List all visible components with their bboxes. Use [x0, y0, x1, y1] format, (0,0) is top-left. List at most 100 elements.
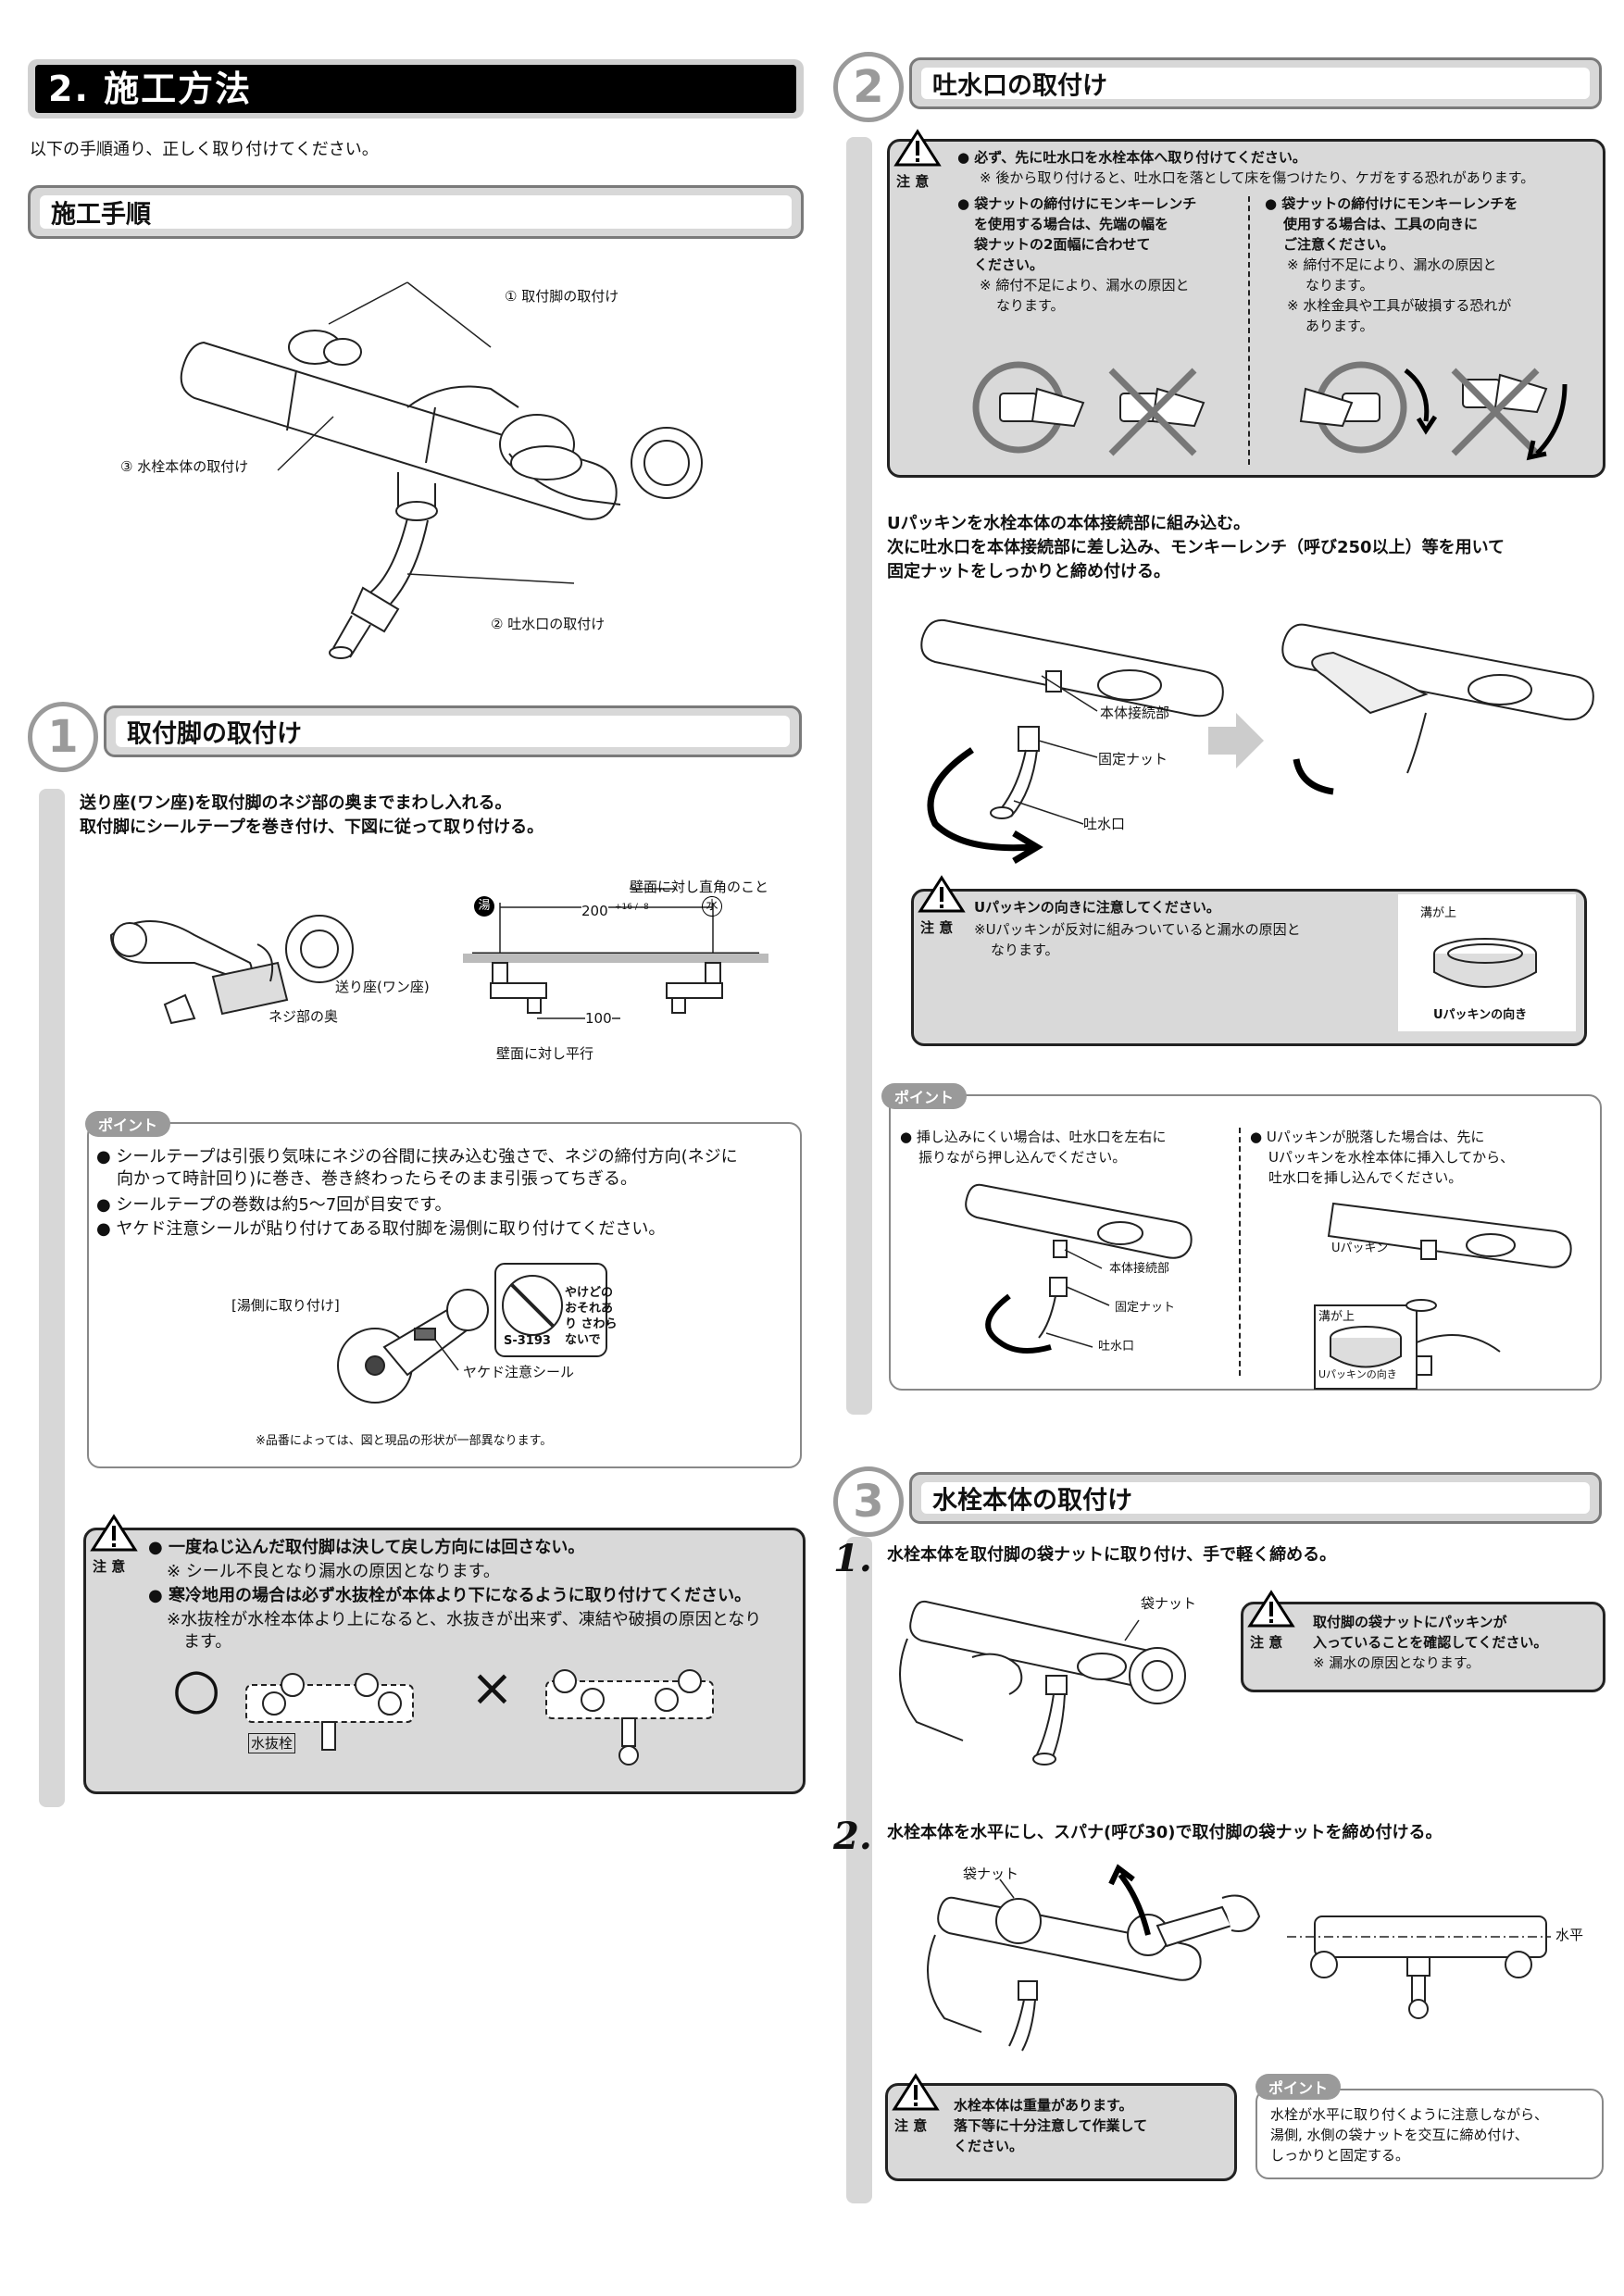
- kotei-label: 固定ナット: [1098, 751, 1168, 767]
- step3-number: 3: [833, 1466, 904, 1537]
- seal-text: やけどの おそれあり さわらないで: [565, 1286, 618, 1347]
- ok-mark: ○: [172, 1656, 221, 1721]
- warning-icon: [893, 129, 942, 167]
- procedure-title: 施工手順: [51, 200, 151, 230]
- step2-caution-c1c: 袋ナットの2面幅に合わせて: [974, 236, 1151, 253]
- step1-rail: [39, 789, 65, 1807]
- step3-point-t3: しっかりと固定する。: [1270, 2147, 1410, 2164]
- step1-point-b3: ● ヤケド注意シールが貼り付けてある取付脚を湯側に取り付けてください。: [96, 1219, 666, 1239]
- step3-caution1-box: [1241, 1602, 1605, 1692]
- step2-caution2-label: 注 意: [920, 919, 954, 936]
- step3-caution2-t3: ください。: [954, 2138, 1024, 2154]
- step3-figure-1: [899, 1600, 1186, 1766]
- step1-text-1: 送り座(ワン座)を取付脚のネジ部の奥までまわし入れる。: [80, 793, 512, 813]
- step1-title: 取付脚の取付け: [127, 719, 302, 749]
- step2-text-3: 固定ナットをしっかりと締め付ける。: [887, 562, 1170, 581]
- step3-sub2-text: 水栓本体を水平にし、スパナ(呼び30)で取付脚の袋ナットを締め付ける。: [887, 1823, 1443, 1842]
- step3-point-t1: 水栓が水平に取り付くように注意しながら、: [1270, 2106, 1549, 2123]
- step2-point-r2: Uパッキンを水栓本体に挿入してから、: [1268, 1149, 1515, 1166]
- step3-caution2-label: 注 意: [894, 2117, 928, 2134]
- section-title: 2. 施工方法: [48, 69, 253, 109]
- step1-caution-b1n: ※ シール不良となり漏水の原因となります。: [167, 1562, 500, 1581]
- point-mizo-label: 溝が上: [1318, 1310, 1355, 1324]
- point-honta-label: 本体接続部: [1109, 1262, 1170, 1276]
- step2-point-l2: 振りながら押し込んでください。: [918, 1149, 1127, 1166]
- step2-caution-c2n: ※ 締付不足により、漏水の原因と: [1287, 256, 1497, 273]
- point-muki-label: Uパッキンの向き: [1318, 1368, 1397, 1380]
- step1-point-b2: ● シールテープの巻数は約5～7回が目安です。: [96, 1195, 452, 1215]
- step3-sub1-text: 水栓本体を取付脚の袋ナットに取り付け、手で軽く締める。: [887, 1545, 1337, 1565]
- spout-figure: [920, 618, 1594, 865]
- step1-text-2: 取付脚にシールテープを巻き付け、下図に従って取り付ける。: [80, 817, 544, 837]
- step2-caution-c2n2: なります。: [1305, 277, 1374, 293]
- step3-point-box: [1255, 2089, 1604, 2179]
- step2-caution-c1b: を使用する場合は、先端の幅を: [974, 216, 1169, 232]
- caution-divider: [1248, 196, 1250, 465]
- step3-caution2-t2: 落下等に十分注意して作業して: [954, 2117, 1148, 2134]
- step3-caution1-t3: ※ 漏水の原因となります。: [1313, 1654, 1480, 1671]
- procedure-label-3: ③ 水栓本体の取付け: [120, 458, 249, 475]
- step1-point-tag: ポイント: [85, 1111, 171, 1137]
- step2-caution-b1n: ※ 後から取り付けると、吐水口を落として床を傷つけたり、ケガをする恐れがあります…: [980, 169, 1535, 186]
- step3-sub1-number: 1.: [833, 1537, 872, 1580]
- procedure-header: 施工手順: [28, 185, 804, 239]
- step2-point-l1: ● 挿し込みにくい場合は、吐水口を左右に: [900, 1129, 1167, 1145]
- step2-text-2: 次に吐水口を本体接続部に差し込み、モンキーレンチ（呼び250以上）等を用いて: [887, 538, 1505, 557]
- seal-label: ヤケド注意シール: [463, 1364, 575, 1380]
- warning-icon: [1247, 1590, 1295, 1628]
- step1-point-b1b: 向かって時計回り)に巻き、巻き終わったらそのまま引張ってちぎる。: [117, 1169, 637, 1189]
- point-kotei-label: 固定ナット: [1115, 1301, 1176, 1315]
- step2-point-r1: ● Uパッキンが脱落した場合は、先に: [1250, 1129, 1485, 1145]
- fukuro-label: 袋ナット: [1141, 1595, 1197, 1612]
- point-figure-left: [965, 1183, 1193, 1354]
- step3-point-tag: ポイント: [1255, 2074, 1342, 2100]
- step3-caution1-label: 注 意: [1250, 1634, 1283, 1651]
- step1-number: 1: [28, 702, 98, 772]
- step2-caution-c1n2: なります。: [996, 297, 1065, 314]
- warning-icon: [918, 875, 966, 913]
- step2-caution-c1a: ● 袋ナットの締付けにモンキーレンチ: [957, 195, 1197, 212]
- step3-caution1-t2: 入っていることを確認してください。: [1313, 1634, 1548, 1651]
- step2-rail: [846, 137, 872, 1415]
- step1-caution-b1: ● 一度ねじ込んだ取付脚は決して戻し方向には回さない。: [148, 1538, 585, 1557]
- step2-number: 2: [833, 52, 904, 122]
- tosui-label: 吐水口: [1083, 816, 1126, 832]
- warning-icon: [90, 1514, 138, 1552]
- fukuro2-label: 袋ナット: [963, 1866, 1019, 1882]
- step2-point-r3: 吐水口を挿し込んでください。: [1268, 1169, 1463, 1186]
- mizunuki-figure-ok: [245, 1673, 414, 1751]
- step2-caution2-t2: ※Uパッキンが反対に組みついていると漏水の原因と: [974, 921, 1301, 938]
- level-figure: [1287, 1915, 1551, 2019]
- step3-title: 水栓本体の取付け: [932, 1486, 1132, 1516]
- dimension-figure: [463, 888, 768, 1019]
- step3-point-t2: 湯側, 水側の袋ナットを交互に締め付け、: [1270, 2127, 1529, 2143]
- step1-caution-label: 注 意: [93, 1558, 126, 1575]
- step3-caution1-t1: 取付脚の袋ナットにパッキンが: [1313, 1614, 1507, 1630]
- wrench-figures: [972, 361, 1568, 461]
- suihei-label: 水平: [1555, 1927, 1584, 1943]
- step1-header: 取付脚の取付け: [104, 705, 802, 757]
- point-tosui-label: 吐水口: [1098, 1340, 1135, 1354]
- step2-header: 吐水口の取付け: [909, 57, 1602, 109]
- yu-badge: 湯: [474, 896, 494, 917]
- point-divider: [1239, 1128, 1241, 1376]
- muki-label: Uパッキンの向き: [1433, 1008, 1528, 1022]
- step3-caution2-t1: 水栓本体は重量があります。: [954, 2097, 1133, 2114]
- step2-caution-c1n: ※ 締付不足により、漏水の原因と: [980, 277, 1190, 293]
- mizunuki-figure-ng: [545, 1669, 714, 1766]
- step2-caution-c2n4: あります。: [1305, 318, 1374, 334]
- yakedo-figure: [337, 1263, 607, 1404]
- step3-caution2-box: [885, 2083, 1237, 2181]
- point-upk-label: Uパッキン: [1331, 1242, 1389, 1255]
- section-header: 2. 施工方法: [28, 59, 804, 119]
- step2-text-1: Uパッキンを水栓本体の本体接続部に組み込む。: [887, 514, 1251, 533]
- step2-caution2-t3: なります。: [991, 942, 1059, 958]
- okuriza-label: 送り座(ワン座): [335, 979, 430, 995]
- step2-caution-c1d: ください。: [974, 256, 1044, 273]
- step2-caution-b1: ● 必ず、先に吐水口を水栓本体へ取り付けてください。: [957, 149, 1306, 166]
- ng-mark: ×: [470, 1658, 514, 1718]
- step2-title: 吐水口の取付け: [932, 71, 1107, 101]
- chokkaku-label: 壁面に対し直角のこと: [630, 879, 769, 895]
- step1-point-note: ※品番によっては、図と現品の形状が一部異なります。: [256, 1434, 553, 1448]
- step2-point-tag: ポイント: [881, 1083, 968, 1109]
